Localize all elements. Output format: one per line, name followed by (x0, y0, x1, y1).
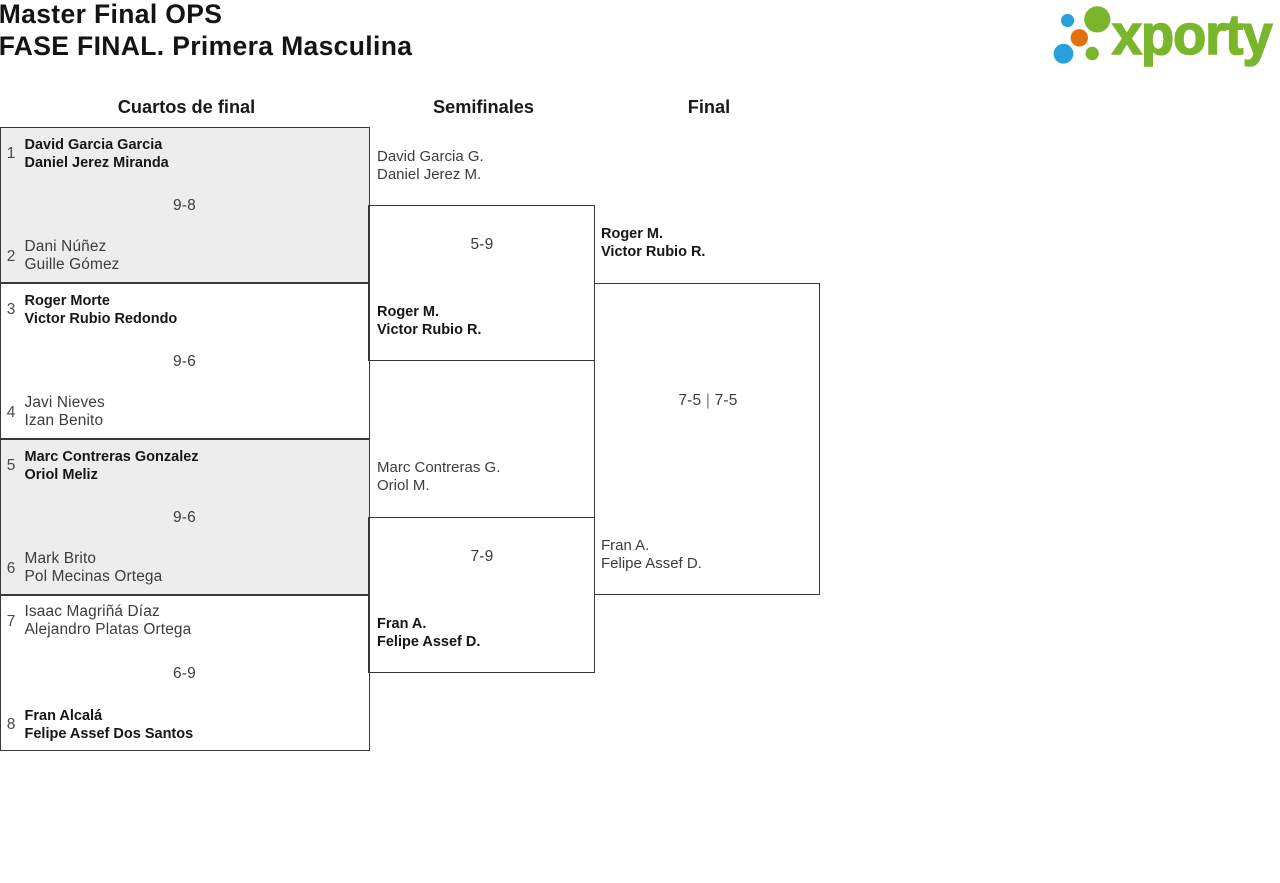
svg-text:xporty: xporty (1112, 3, 1273, 67)
